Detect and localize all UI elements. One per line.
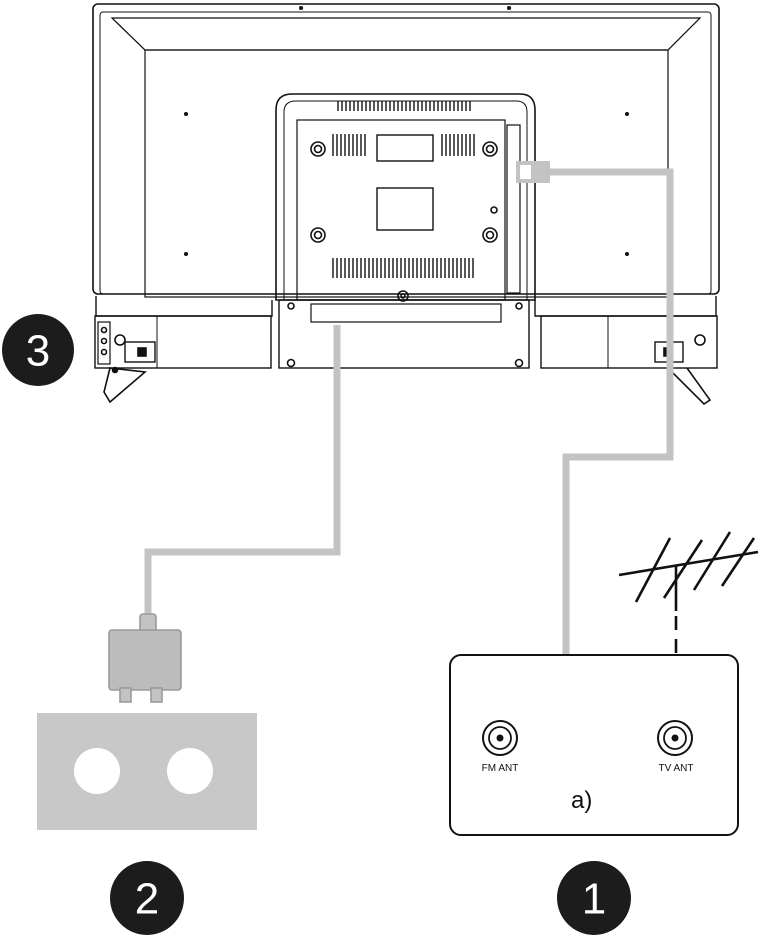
coax-plug-icon: [516, 161, 550, 183]
power-plug-icon: [108, 613, 182, 703]
cable-power: [144, 325, 341, 616]
wall-plate-label: a): [571, 787, 592, 814]
cable-antenna: [547, 168, 674, 742]
step-badge-3: 3: [2, 314, 74, 386]
tv-rear-icon: [92, 3, 720, 406]
tv-ant-label: TV ANT: [658, 763, 693, 774]
step-badge-2: 2: [110, 861, 184, 935]
power-socket-icon: [37, 713, 257, 830]
step-number-3: 3: [26, 327, 50, 376]
wall-plate: FM ANT TV ANT a): [449, 654, 739, 836]
step-badge-1: 1: [557, 861, 631, 935]
fm-port-icon: [482, 720, 518, 756]
fm-ant-label: FM ANT: [482, 763, 519, 774]
step-number-1: 1: [582, 875, 606, 924]
tv-port-icon: [657, 720, 693, 756]
step-number-2: 2: [135, 875, 159, 924]
